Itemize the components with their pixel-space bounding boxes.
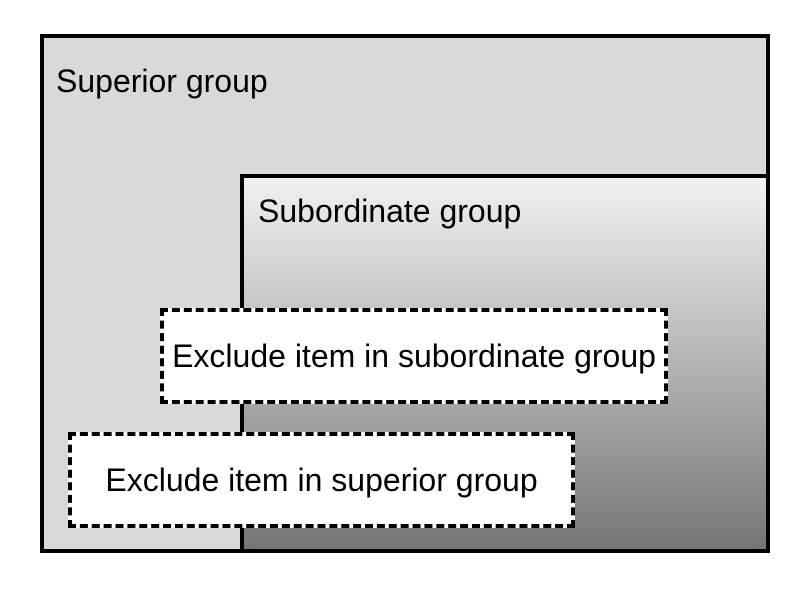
superior-group-label: Superior group (56, 63, 268, 99)
exclude-item-subordinate-box: Exclude item in subordinate group (160, 308, 668, 404)
exclude-item-subordinate-label: Exclude item in subordinate group (172, 338, 656, 374)
subordinate-group-label: Subordinate group (258, 193, 522, 229)
exclude-item-superior-label: Exclude item in superior group (105, 462, 538, 498)
exclude-item-superior-box: Exclude item in superior group (68, 432, 575, 528)
